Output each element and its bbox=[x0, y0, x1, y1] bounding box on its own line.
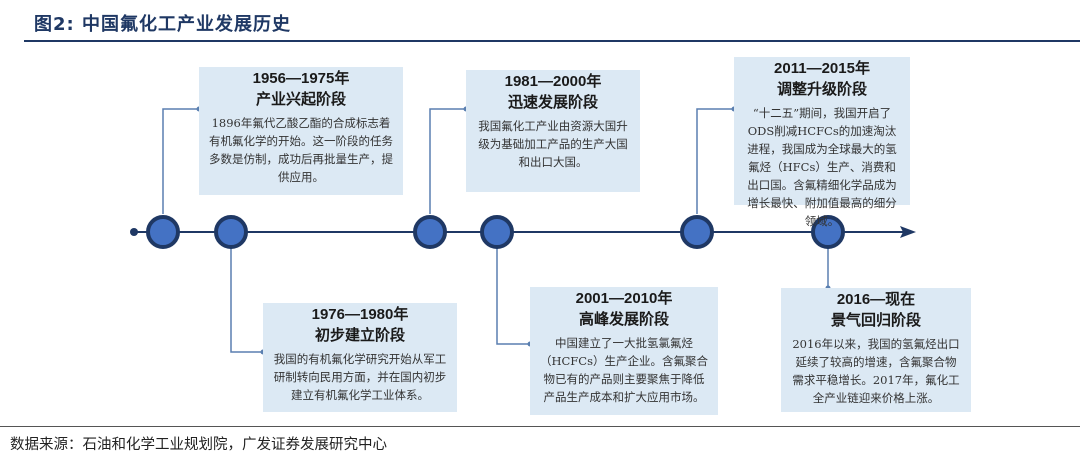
stage-period: 1956—1975年 bbox=[252, 70, 350, 87]
timeline-node-5 bbox=[680, 215, 714, 249]
stage-description: 我国的有机氟化学研究开始从军工研制转向民用方面，并在国内初步建立有机氟化学工业体… bbox=[273, 352, 447, 402]
stage-description: 中国建立了一大批氢氯氟烃（HCFCs）生产企业。含氟聚合物已有的产品则主要聚焦于… bbox=[539, 336, 708, 404]
stage-card-1976-1980: 1976—1980年 初步建立阶段 我国的有机氟化学研究开始从军工研制转向民用方… bbox=[263, 303, 457, 412]
stage-card-2016-present: 2016—现在 景气回归阶段 2016年以来，我国的氢氟烃出口延续了较高的增速，… bbox=[781, 288, 971, 412]
stage-name: 高峰发展阶段 bbox=[578, 310, 669, 328]
stage-name: 产业兴起阶段 bbox=[255, 90, 346, 108]
stage-card-1956-1975: 1956—1975年 产业兴起阶段 1896年氟代乙酸乙酯的合成标志着有机氟化学… bbox=[199, 67, 403, 195]
source-divider bbox=[0, 426, 1080, 427]
stage-period: 1981—2000年 bbox=[504, 73, 602, 90]
timeline-node-3 bbox=[413, 215, 447, 249]
stage-name: 迅速发展阶段 bbox=[507, 93, 598, 111]
stage-period: 2001—2010年 bbox=[575, 290, 673, 307]
stage-period: 2011—2015年 bbox=[774, 60, 870, 77]
stage-period: 1976—1980年 bbox=[311, 306, 409, 323]
stage-card-1981-2000: 1981—2000年 迅速发展阶段 我国氟化工产业由资源大国升级为基础加工产品的… bbox=[466, 70, 640, 192]
connector-stage-1 bbox=[162, 108, 199, 214]
figure-title: 图2: 中国氟化工产业发展历史 bbox=[34, 14, 291, 35]
connector-stage-3 bbox=[429, 108, 466, 214]
stage-description: “十二五”期间，我国开启了ODS削减HCFCs的加速淘汰进程，我国成为全球最大的… bbox=[747, 106, 897, 228]
stage-card-2001-2010: 2001—2010年 高峰发展阶段 中国建立了一大批氢氯氟烃（HCFCs）生产企… bbox=[530, 287, 718, 415]
timeline-node-6 bbox=[811, 215, 845, 249]
stage-description: 2016年以来，我国的氢氟烃出口延续了较高的增速，含氟聚合物需求平稳增长。201… bbox=[792, 337, 960, 405]
timeline-arrowhead bbox=[900, 226, 916, 238]
stage-card-2011-2015: 2011—2015年 调整升级阶段 “十二五”期间，我国开启了ODS削减HCFC… bbox=[734, 57, 910, 228]
connector-stage-5 bbox=[696, 108, 734, 214]
connector-stage-4 bbox=[496, 248, 530, 345]
timeline-start-dot bbox=[130, 228, 138, 236]
stage-name: 景气回归阶段 bbox=[830, 311, 921, 329]
stage-name: 初步建立阶段 bbox=[314, 326, 405, 344]
stage-description: 1896年氟代乙酸乙酯的合成标志着有机氟化学的开始。这一阶段的任务多数是仿制，成… bbox=[209, 116, 393, 184]
data-source-note: 数据来源：石油和化学工业规划院，广发证券发展研究中心 bbox=[10, 437, 387, 453]
connector-stage-2 bbox=[230, 248, 263, 353]
timeline-node-4 bbox=[480, 215, 514, 249]
stage-description: 我国氟化工产业由资源大国升级为基础加工产品的生产大国和出口大国。 bbox=[478, 119, 628, 169]
timeline-node-2 bbox=[214, 215, 248, 249]
title-divider bbox=[24, 40, 1080, 42]
stage-period: 2016—现在 bbox=[836, 291, 916, 308]
timeline-node-1 bbox=[146, 215, 180, 249]
stage-name: 调整升级阶段 bbox=[776, 80, 867, 98]
